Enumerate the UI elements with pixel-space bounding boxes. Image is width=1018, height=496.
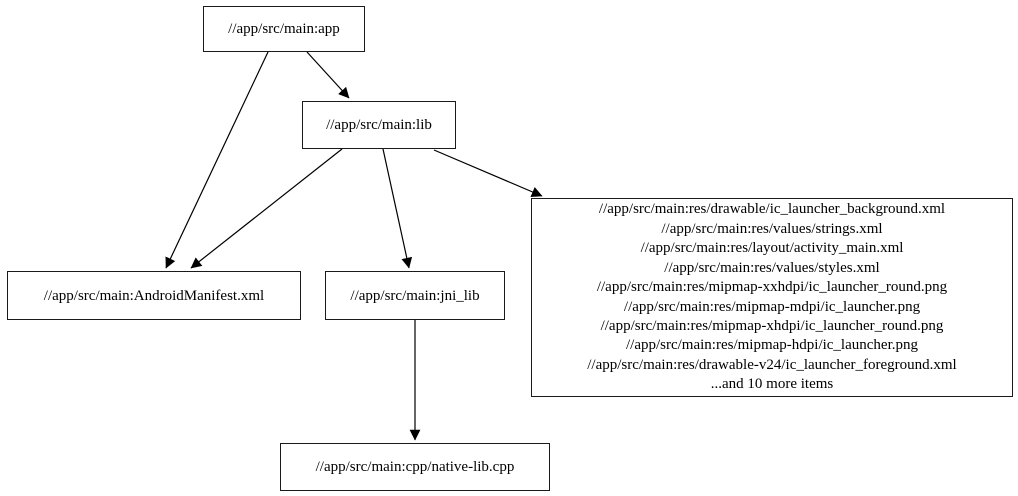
node-line: //app/src/main:res/drawable/ic_launcher_… [598, 201, 946, 218]
node-label-app: //app/src/main:app [228, 21, 340, 37]
node-line: //app/src/main:res/mipmap-xhdpi/ic_launc… [600, 317, 944, 334]
graph-node-android-manifest: //app/src/main:AndroidManifest.xml [7, 271, 301, 320]
node-line: //app/src/main:res/mipmap-xxhdpi/ic_laun… [596, 279, 948, 296]
node-label-android-manifest: //app/src/main:AndroidManifest.xml [43, 287, 265, 304]
node-line: //app/src/main:res/layout/activity_main.… [640, 240, 904, 257]
edge-app-to-manifest [165, 51, 269, 269]
node-label-lib: //app/src/main:lib [326, 117, 432, 133]
edge-app-to-lib [306, 51, 350, 99]
node-line: //app/src/main:res/values/styles.xml [664, 259, 880, 276]
edge-lib-to-resources [433, 149, 543, 197]
node-line: //app/src/main:res/drawable-v24/ic_launc… [587, 356, 957, 373]
graph-node-native-lib-cpp: //app/src/main:cpp/native-lib.cpp [280, 443, 550, 491]
node-line: //app/src/main:res/mipmap-hdpi/ic_launch… [625, 337, 918, 354]
edge-lib-to-jni-lib [382, 148, 413, 269]
graph-node-app: //app/src/main:app [203, 6, 365, 52]
graph-node-lib: //app/src/main:lib [302, 101, 456, 149]
node-line: //app/src/main:res/mipmap-mdpi/ic_launch… [623, 298, 921, 315]
edge-lib-to-manifest [190, 148, 343, 269]
node-line: ...and 10 more items [710, 376, 834, 393]
node-label-native-lib-cpp: //app/src/main:cpp/native-lib.cpp [315, 459, 515, 475]
graph-node-resources: //app/src/main:res/drawable/ic_launcher_… [531, 198, 1013, 397]
graph-node-jni-lib: //app/src/main:jni_lib [325, 271, 505, 320]
node-line: //app/src/main:res/values/strings.xml [661, 220, 883, 237]
node-label-jni-lib: //app/src/main:jni_lib [350, 287, 480, 304]
